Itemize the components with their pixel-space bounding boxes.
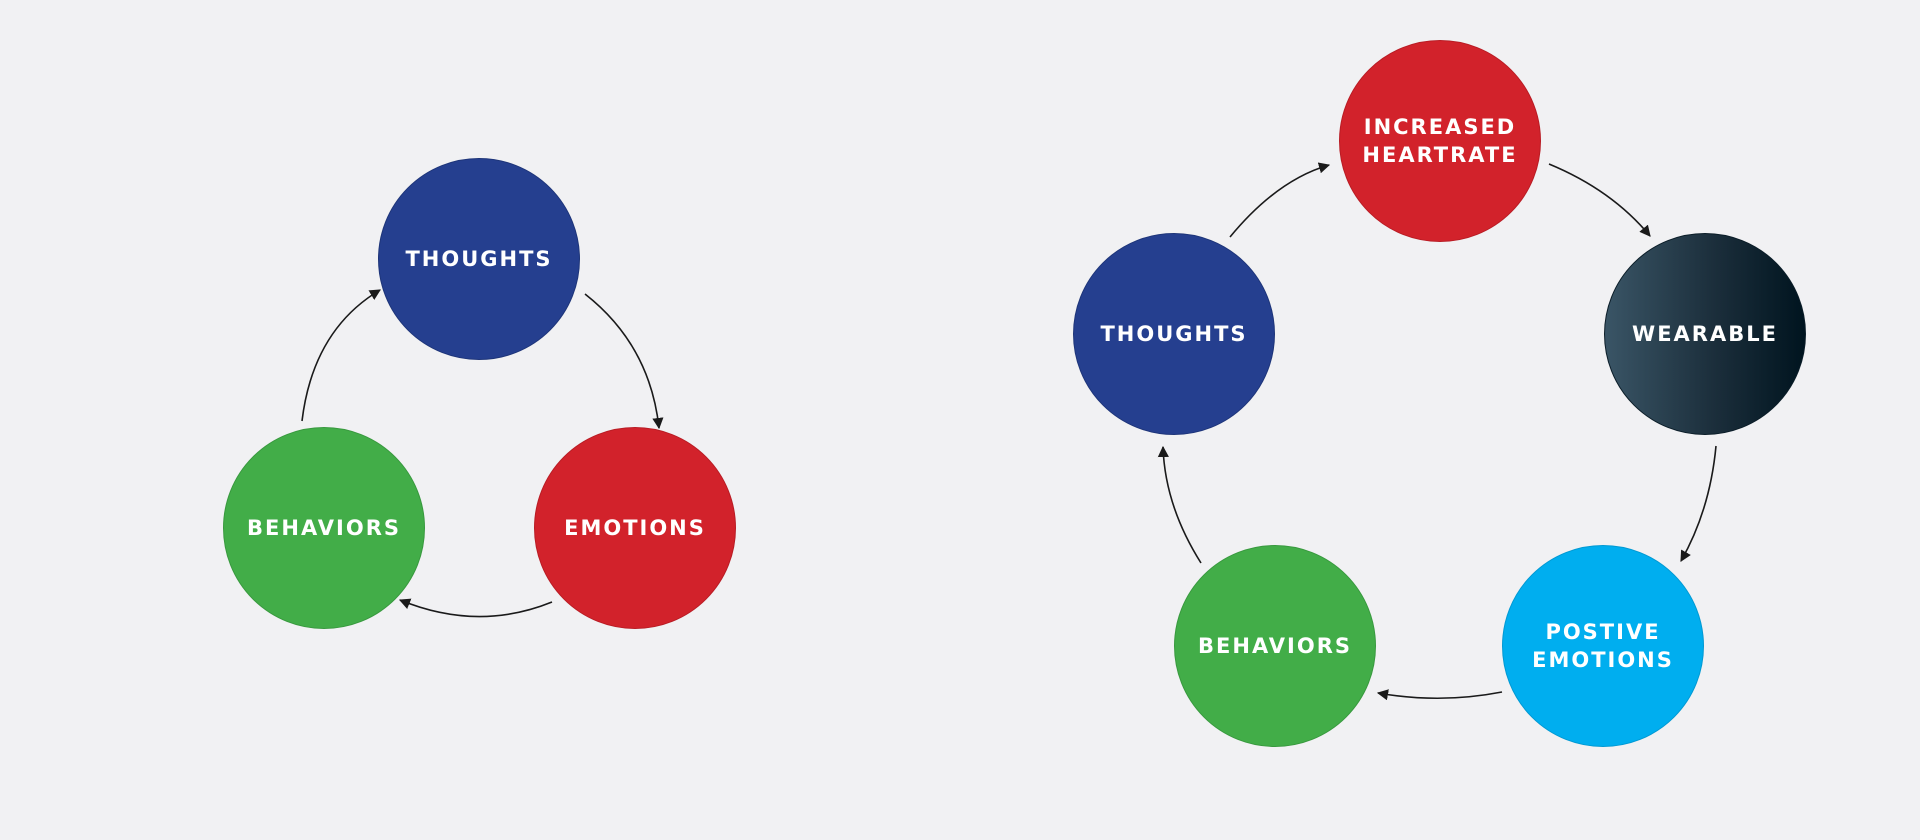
arrow-thoughts-to-heartrate <box>1229 162 1331 238</box>
node-thoughts: THOUGHTS <box>378 158 580 360</box>
arrow-behaviors-to-thoughts <box>301 289 381 422</box>
node-label: EMOTIONS <box>564 516 706 540</box>
node-positive-emotions: POSTIVE EMOTIONS <box>1502 545 1704 747</box>
node-behaviors: BEHAVIORS <box>1174 545 1376 747</box>
arrow-wearable-to-positive-emotions <box>1680 445 1717 562</box>
arrow-thoughts-to-emotions <box>584 293 664 430</box>
node-thoughts: THOUGHTS <box>1073 233 1275 435</box>
node-behaviors: BEHAVIORS <box>223 427 425 629</box>
arrow-behaviors-to-thoughts <box>1157 445 1202 564</box>
node-label: BEHAVIORS <box>247 516 401 540</box>
node-label: THOUGHTS <box>1100 322 1248 346</box>
node-increased-heartrate: INCREASED HEARTRATE <box>1339 40 1541 242</box>
node-label: BEHAVIORS <box>1198 634 1352 658</box>
arrow-heartrate-to-wearable <box>1548 163 1651 237</box>
arrow-emotions-to-behaviors <box>398 598 553 618</box>
node-label: INCREASED HEARTRATE <box>1362 115 1518 167</box>
node-label: THOUGHTS <box>405 247 553 271</box>
node-wearable: WEARABLE <box>1604 233 1806 435</box>
node-label: POSTIVE EMOTIONS <box>1532 620 1674 672</box>
node-emotions: EMOTIONS <box>534 427 736 629</box>
node-label: WEARABLE <box>1632 322 1778 346</box>
arrow-positive-emotions-to-behaviors <box>1376 689 1503 701</box>
